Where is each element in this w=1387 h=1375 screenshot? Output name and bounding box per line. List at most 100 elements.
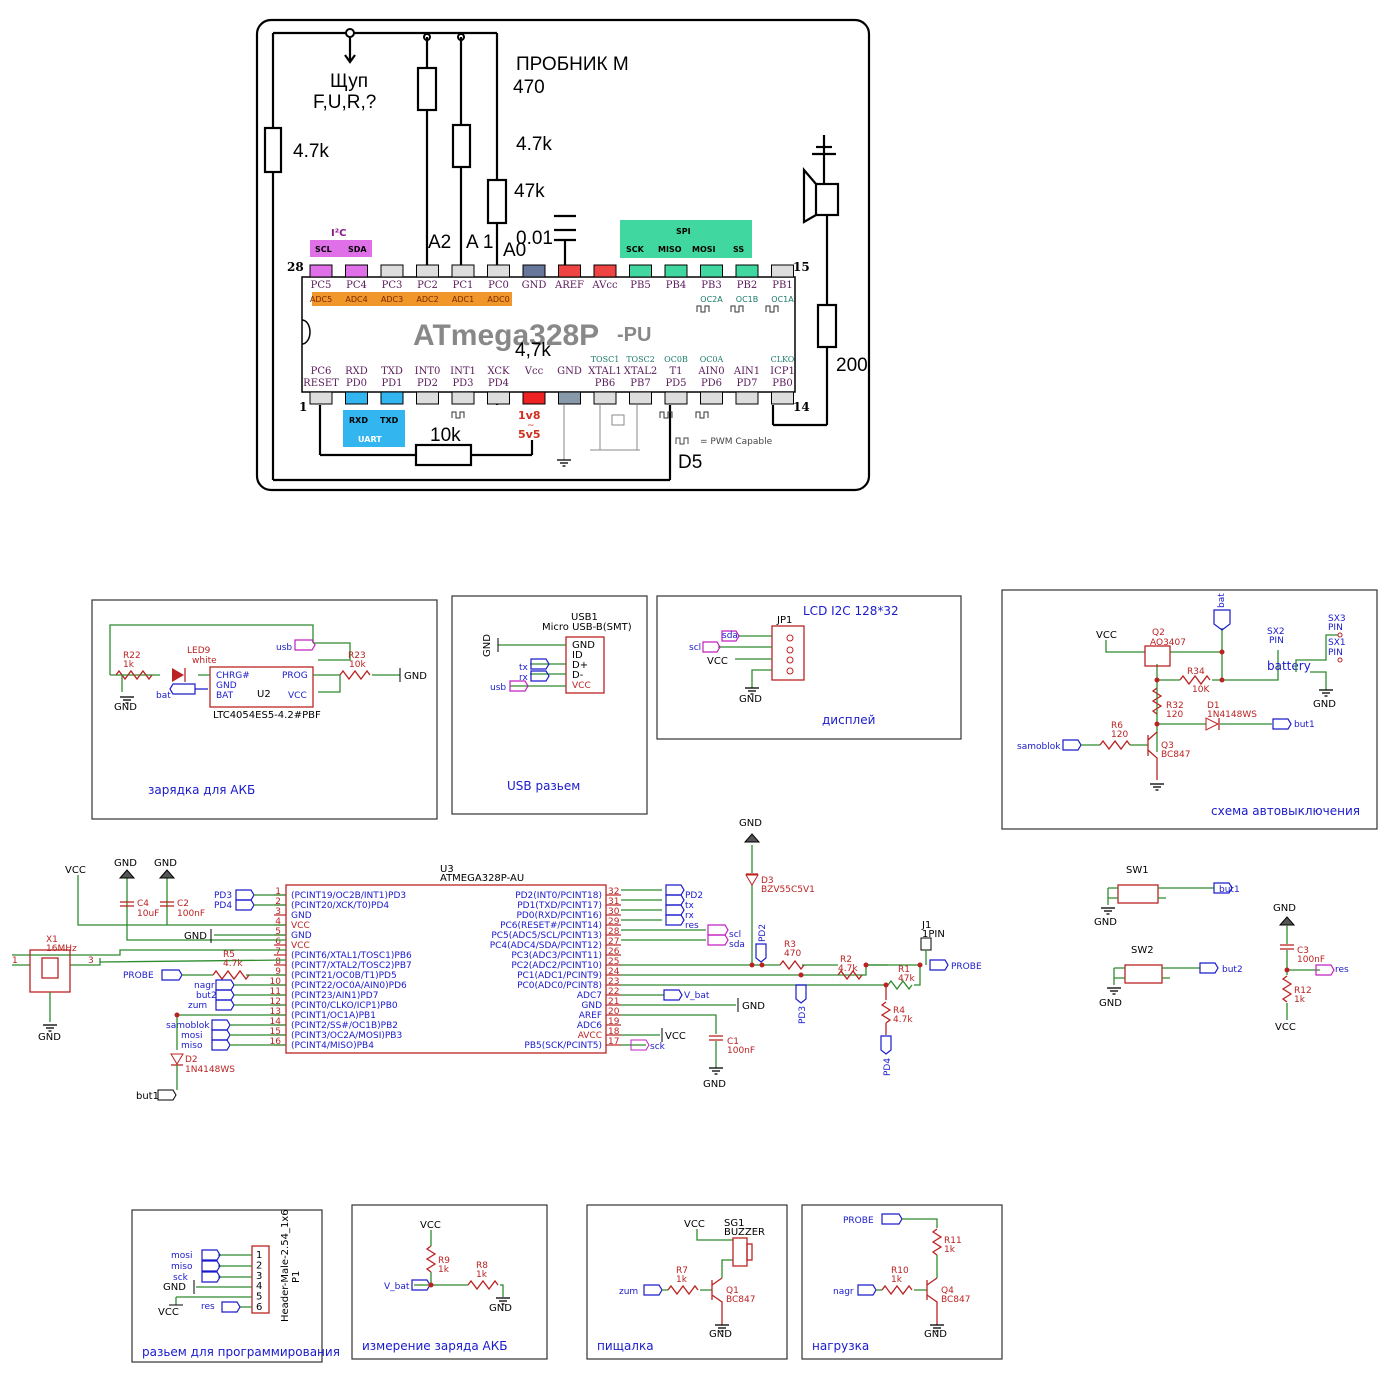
mcu-right-pin-name: ADC6: [577, 1021, 602, 1031]
sw2-gnd: GND: [1099, 998, 1122, 1009]
mcu-right-pin-name: PD1(TXD/PCINT17): [517, 901, 602, 911]
r2-value: 4.7k: [838, 964, 858, 974]
battery-label: battery: [1267, 659, 1311, 673]
prog-pin-number: 4: [256, 1281, 262, 1292]
mcu-left-pin-name: (PCINT2/SS#/OC1B)PB2: [291, 1021, 398, 1031]
r22-value: 1k: [123, 660, 135, 670]
top-pin-box: [629, 264, 652, 278]
mcu-right-pin-number: 30: [608, 907, 620, 917]
c4-ref: C4: [137, 899, 149, 909]
sx1-pin: PIN: [1328, 648, 1343, 658]
bottom-pin-alt: TOSC1: [591, 355, 620, 364]
mcu-right-pin-number: 17: [608, 1037, 619, 1047]
u3-part: ATMEGA328P-AU: [440, 873, 524, 884]
top-title: ПРОБНИК М: [516, 54, 629, 75]
probe-label-1: Щуп: [330, 71, 368, 92]
mcu-left-pin-number: 2: [275, 897, 281, 907]
mcu-right-pin-name: PD0(RXD/PCINT16): [516, 911, 602, 921]
bottom-pin-label: TXD: [381, 366, 403, 377]
top-pin-label: PB3: [701, 280, 721, 291]
bottom-pin-label: ICP1: [770, 366, 795, 377]
mcu-left-pin-name: GND: [291, 931, 312, 941]
top-pin-box: [451, 264, 475, 278]
mcu-left-pin-number: 6: [275, 937, 281, 947]
mcu-right-pin-name: PC2(ADC2/PCINT10): [511, 961, 602, 971]
p1-part: Header-Male-2.54_1x6: [280, 1209, 291, 1322]
net-pd2-r3: PD2: [758, 924, 768, 942]
prog-pin-number: 1: [256, 1250, 262, 1261]
buzzer-block: пищалка VCC SG1 BUZZER zum R7 1k Q1 BC84…: [586, 1204, 788, 1360]
mcu-left-pin-name: (PCINT3/OC2A/MOSI)PB3: [291, 1031, 402, 1041]
vbat-gnd: GND: [489, 1303, 512, 1314]
r6-value: 120: [1111, 730, 1128, 740]
usb-net-tx: tx: [519, 663, 529, 673]
q4-ref: Q4: [941, 1286, 954, 1296]
auto-vcc: VCC: [1096, 630, 1117, 641]
bottom-pin-box: [451, 391, 475, 405]
r10-ref: R10: [891, 1266, 909, 1276]
d3-part: BZV55C5V1: [761, 885, 815, 895]
sw2-net-but2: but2: [1222, 965, 1243, 975]
r23-ref: R23: [348, 651, 366, 661]
r1-value: 47k: [898, 974, 915, 984]
value-4k7: 4.7k: [516, 134, 552, 155]
mcu-gnd-3: GND: [184, 931, 207, 942]
value-4k7-left: 4.7k: [293, 141, 329, 162]
r9-ref: R9: [438, 1256, 450, 1266]
q1-part: BC847: [726, 1295, 755, 1305]
top-pin-box: [416, 264, 439, 278]
charge-gnd: GND: [114, 702, 137, 713]
top-pin-label: PC0: [488, 280, 509, 291]
mcu-net-probe: PROBE: [123, 971, 154, 981]
bottom-pin-box: [629, 391, 652, 405]
bottom-pin-box: [593, 391, 617, 405]
bottom-pin-port: PD4: [488, 378, 509, 389]
q4-part: BC847: [941, 1295, 970, 1305]
pin-chrg: CHRG#: [216, 671, 250, 681]
bottom-pin-label: AIN0: [697, 366, 724, 377]
value-470: 470: [513, 77, 545, 98]
top-pin-alt: OC1B: [736, 295, 758, 304]
sx2-pin: PIN: [1269, 636, 1284, 646]
top-pin-label: PC2: [417, 280, 438, 291]
usb-pin-vcc: VCC: [572, 681, 591, 691]
q2-part: AO3407: [1150, 638, 1186, 648]
load-caption: нагрузка: [812, 1339, 869, 1353]
reset-net-res: res: [1335, 965, 1349, 975]
auto-caption: схема автовыключения: [1211, 804, 1360, 818]
bottom-pin-box: [771, 391, 794, 405]
c1-ref: C1: [727, 1037, 739, 1047]
bottom-pin-port: PD6: [701, 378, 722, 389]
bottom-pin-port: PB6: [595, 378, 615, 389]
bottom-pin-label: XTAL2: [624, 366, 657, 377]
lcd-block: LCD I2C 128*32 дисплей JP1 sda scl VCC G…: [656, 595, 962, 740]
usb-pin-id: ID: [572, 650, 583, 661]
bottom-pin-box: [416, 391, 439, 405]
d3-ref: D3: [761, 876, 774, 886]
top-pin-label: PB5: [630, 280, 650, 291]
mcu-gnd-1: GND: [114, 858, 137, 869]
r11-value: 1k: [944, 1245, 956, 1255]
usb-pin-gnd: GND: [572, 640, 595, 651]
bottom-pin-label: AIN1: [733, 366, 760, 377]
chip-name: ATmega328P: [413, 319, 599, 352]
usb-pin-dplus: D+: [572, 660, 588, 671]
mcu-left-pin-number: 12: [270, 997, 281, 1007]
sda-label: SDA: [348, 245, 367, 254]
mcu-net-res: res: [685, 921, 699, 931]
d3-gnd: GND: [739, 818, 762, 829]
mcu-vcc-left: VCC: [65, 865, 86, 876]
pin-15: 15: [793, 260, 810, 274]
usb1-ref: USB1: [571, 612, 598, 623]
reset-vcc: VCC: [1275, 1022, 1296, 1033]
r12-ref: R12: [1294, 986, 1312, 996]
mcu-right-pin-number: 27: [608, 937, 619, 947]
q3-part: BC847: [1161, 750, 1190, 760]
r22-ref: R22: [123, 651, 141, 661]
top-pin-box: [345, 264, 368, 278]
r5-value: 4.7k: [223, 959, 243, 969]
vbat-net: V_bat: [384, 1282, 410, 1292]
mcu-right-pin-name: ADC7: [577, 991, 602, 1001]
mcu-net-pd4-r4: PD4: [883, 1058, 893, 1076]
mcu-net-rx: rx: [685, 911, 694, 921]
